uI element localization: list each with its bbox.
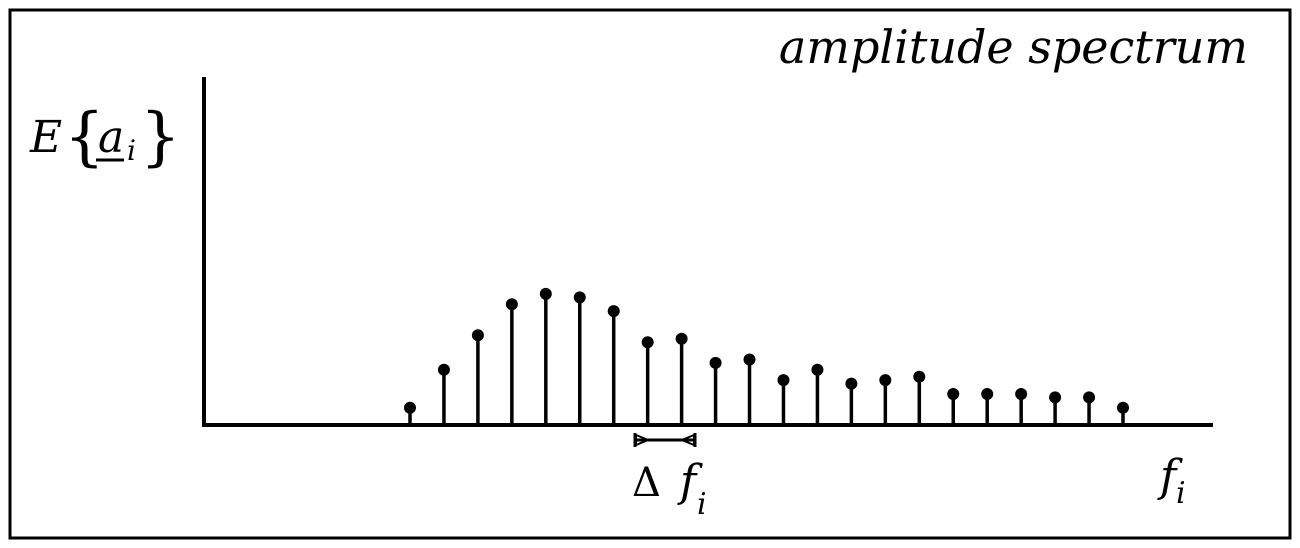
y-label-close-brace: }	[140, 100, 181, 174]
stem-marker-10	[709, 356, 722, 369]
spectrum-stems	[404, 287, 1129, 425]
y-axis-label: E { a i }	[29, 100, 181, 174]
bracket-right-arrow	[679, 433, 695, 447]
stem-marker-11	[743, 353, 756, 366]
y-label-prefix: E	[29, 112, 62, 163]
figure-frame	[8, 8, 1292, 540]
stem-marker-3	[471, 329, 484, 342]
stem-marker-7	[607, 305, 620, 318]
x-label-subscript: i	[1176, 476, 1186, 511]
stem-marker-5	[539, 287, 552, 300]
stem-marker-17	[947, 387, 960, 400]
stem-marker-6	[573, 291, 586, 304]
y-label-open-brace: {	[64, 100, 105, 174]
stem-marker-19	[1015, 387, 1028, 400]
delta-symbol: Δ	[632, 460, 661, 506]
stem-marker-20	[1049, 391, 1062, 404]
stem-marker-16	[913, 370, 926, 383]
stem-marker-2	[437, 363, 450, 376]
stem-marker-15	[879, 374, 892, 387]
y-label-subscript: i	[127, 134, 136, 167]
stem-marker-14	[845, 377, 858, 390]
stem-marker-12	[777, 374, 790, 387]
chart-title: amplitude spectrum	[779, 20, 1248, 74]
stem-marker-18	[981, 387, 994, 400]
stem-marker-9	[675, 332, 688, 345]
stem-marker-8	[641, 336, 654, 349]
y-label-var: a	[98, 112, 124, 163]
stem-marker-22	[1117, 401, 1129, 414]
bracket-left-arrow	[635, 433, 651, 447]
stem-marker-4	[505, 298, 518, 311]
stem-marker-13	[811, 363, 824, 376]
delta-subscript: i	[697, 487, 707, 522]
delta-f-bracket	[633, 433, 697, 447]
stem-marker-21	[1083, 391, 1096, 404]
stem-marker-1	[404, 401, 416, 414]
